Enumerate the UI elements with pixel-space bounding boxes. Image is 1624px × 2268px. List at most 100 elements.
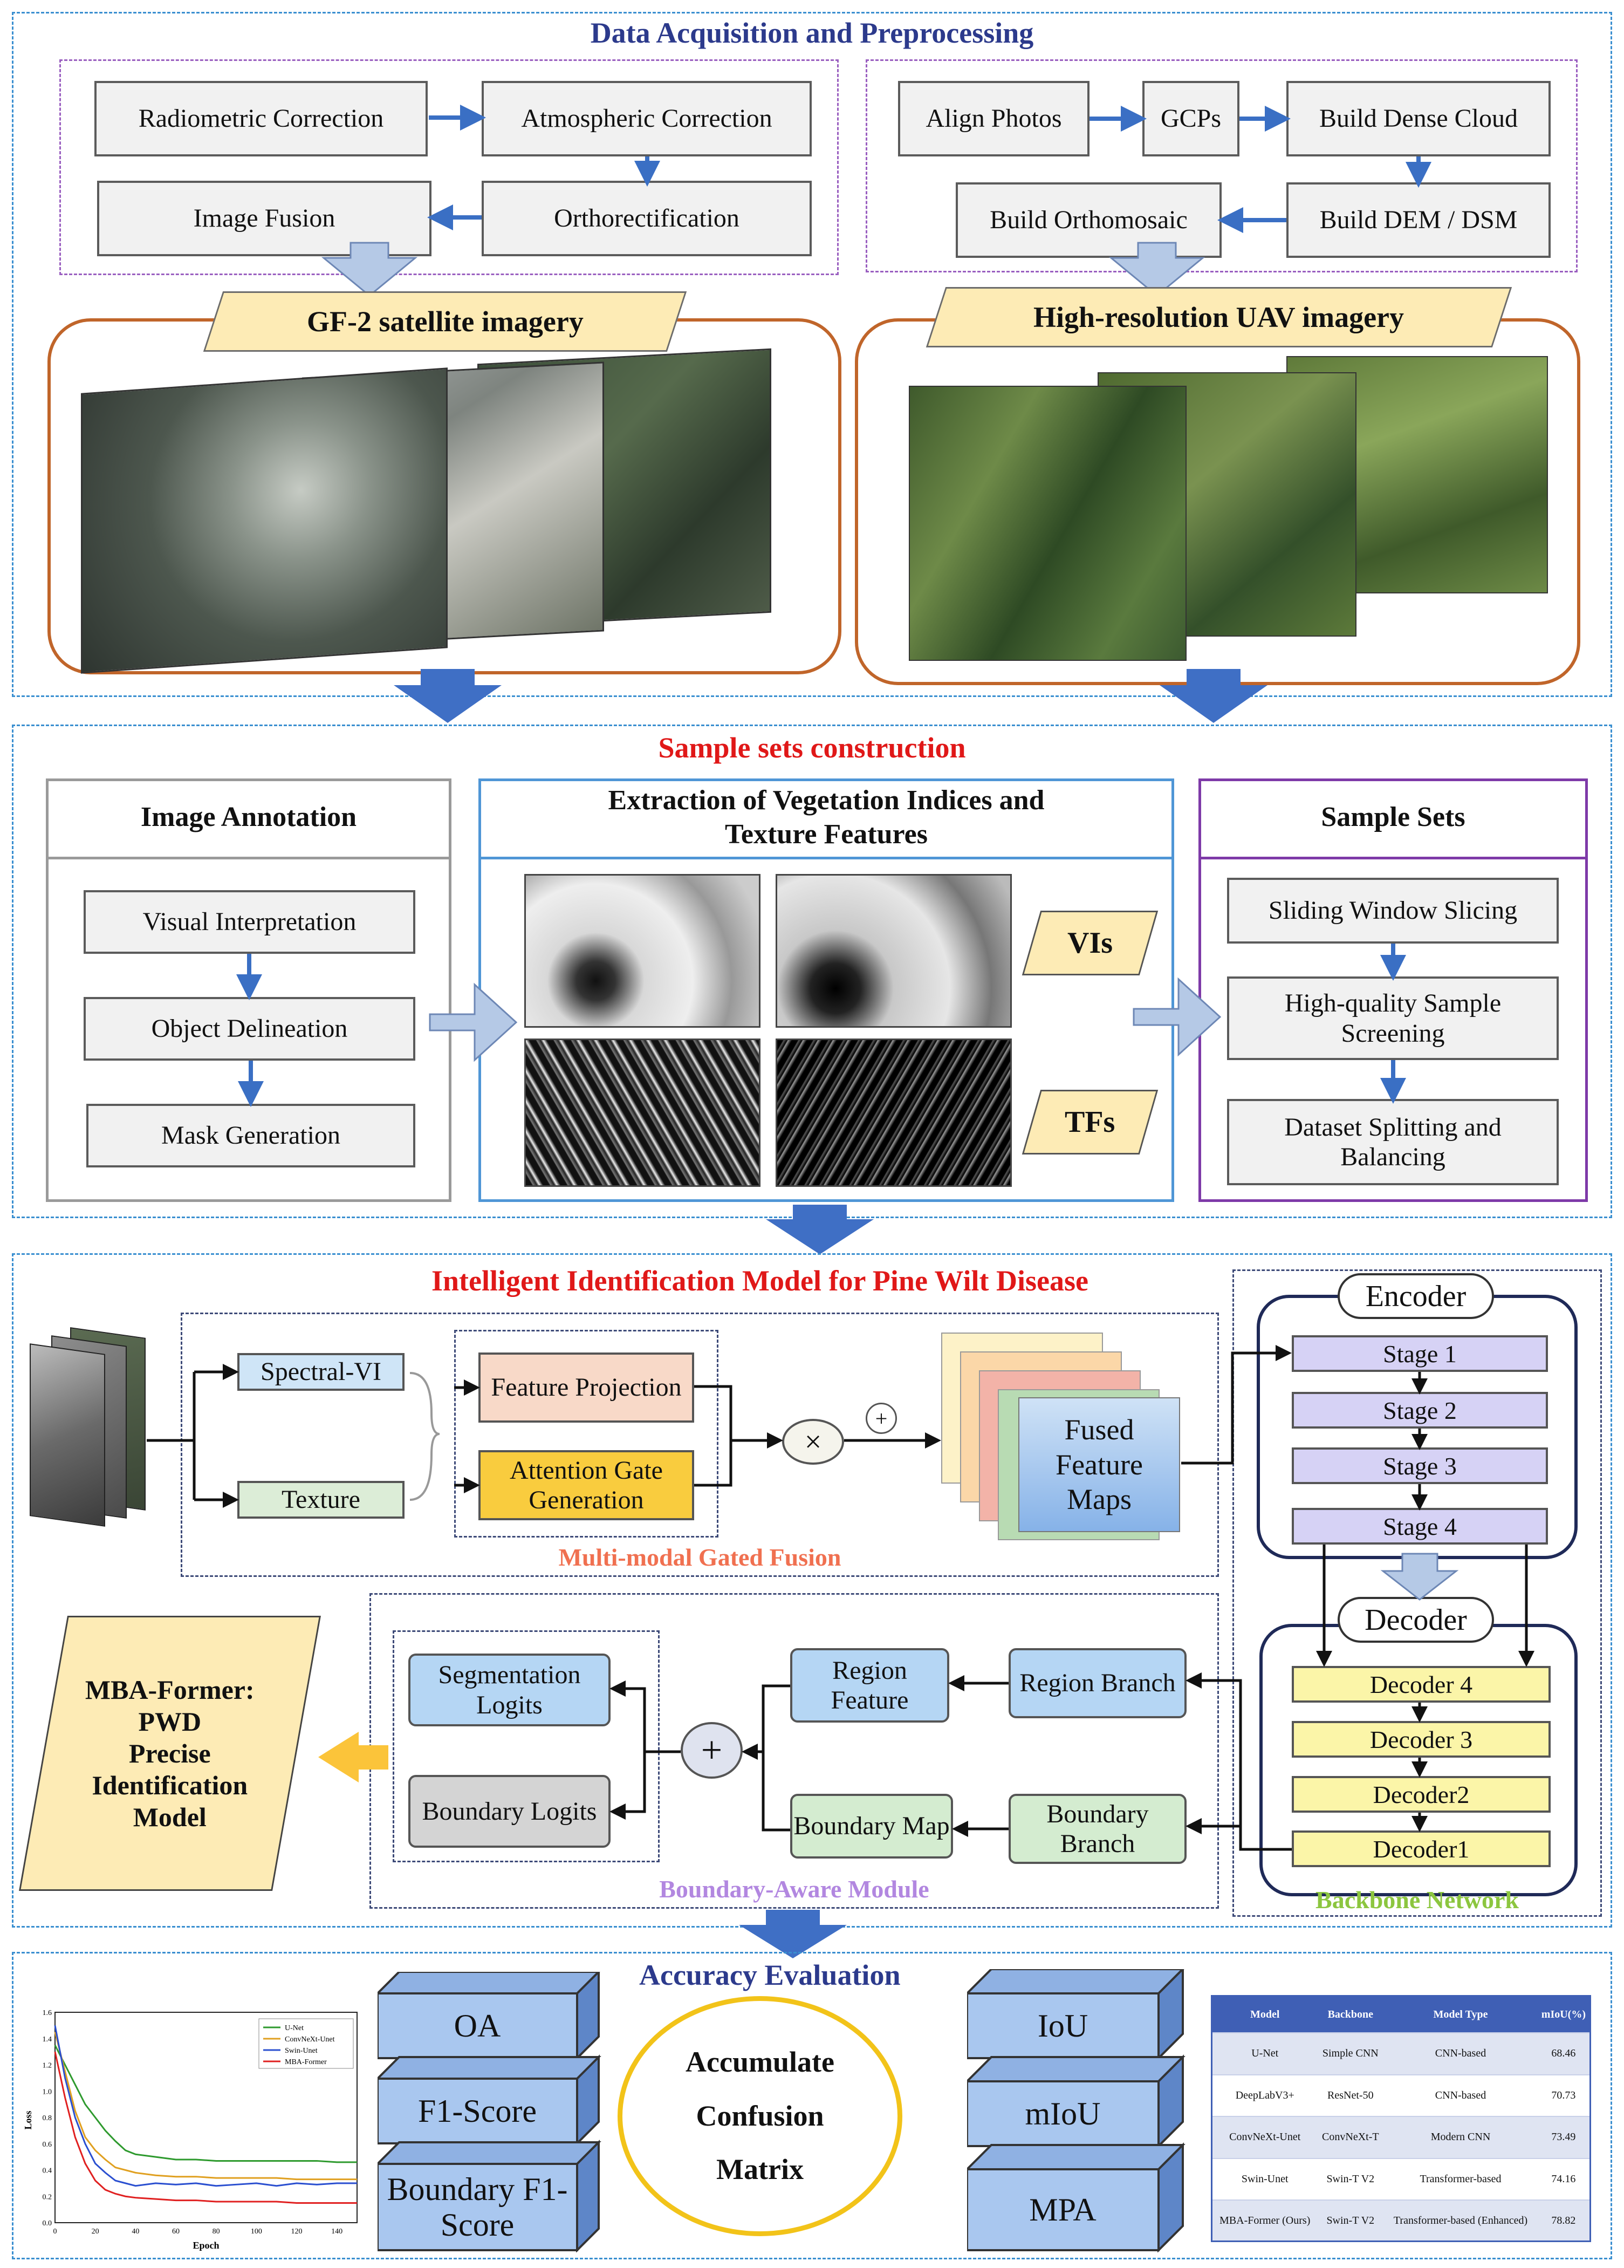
boundary-f1-label: Boundary F1-Score (387, 2171, 568, 2243)
build-dense-cloud-box: Build Dense Cloud (1286, 81, 1551, 156)
miou-label: mIoU (1025, 2095, 1101, 2132)
cube-miou (967, 2054, 1186, 2149)
x-tick-label: 60 (172, 2228, 180, 2236)
y-tick-label: 0.4 (43, 2167, 52, 2175)
x-tick-label: 80 (213, 2228, 220, 2236)
acquisition-title: Data Acquisition and Preprocessing (590, 17, 1034, 49)
loss-chart-xlabel: Epoch (193, 2240, 219, 2251)
encoder-label: Encoder (1338, 1273, 1494, 1319)
feature-projection-box: Feature Projection (478, 1352, 694, 1423)
cell-miou: 70.73 (1537, 2074, 1589, 2117)
backbone-frame (1232, 1269, 1602, 1917)
spectral-vi-box: Spectral-VI (237, 1353, 405, 1391)
satellite-image-1 (81, 367, 448, 674)
legend-label: MBA-Former (285, 2058, 327, 2066)
cell-miou: 78.82 (1537, 2199, 1589, 2240)
output-line5: Model (133, 1801, 207, 1832)
legend-label: U-Net (285, 2024, 304, 2032)
gf2-label: GF-2 satellite imagery (306, 305, 584, 338)
radiometric-correction-box: Radiometric Correction (94, 81, 428, 156)
y-tick-label: 1.4 (43, 2035, 52, 2044)
build-orthomosaic-box: Build Orthomosaic (956, 182, 1222, 258)
cell-backbone: Simple CNN (1317, 2032, 1384, 2075)
stage-1: Stage 1 (1292, 1335, 1548, 1372)
orthorectification-box: Orthorectification (482, 181, 812, 256)
annotation-title: Image Annotation (46, 778, 451, 859)
segmentation-logits-box: Segmentation Logits (408, 1654, 611, 1726)
cell-miou: 73.49 (1537, 2116, 1589, 2158)
right-metric-cubes (967, 1969, 1186, 2252)
x-tick-label: 140 (331, 2228, 342, 2236)
evaluation-title: Accuracy Evaluation (639, 1959, 901, 1991)
sample-sets-title: Sample Sets (1198, 778, 1588, 859)
output-line2: PWD (138, 1706, 202, 1737)
vis-label: VIs (1067, 926, 1113, 960)
decoder-4: Decoder 4 (1292, 1666, 1551, 1703)
model-title: Intelligent Identification Model for Pin… (431, 1265, 1088, 1297)
series-line-swin-unet (54, 2025, 357, 2187)
loss-chart-ylabel: Loss (23, 2110, 33, 2129)
cell-type: CNN-based (1383, 2074, 1538, 2117)
satellite-preprocess-group (59, 59, 839, 275)
extraction-title: Extraction of Vegetation Indices and Tex… (478, 778, 1174, 859)
stage-3: Stage 3 (1292, 1447, 1548, 1484)
output-line3: Precise (129, 1738, 211, 1768)
boundary-branch-box: Boundary Branch (1009, 1794, 1187, 1864)
cell-backbone: Swin-T V2 (1317, 2157, 1384, 2201)
confusion-matrix-ellipse: Accumulate Confusion Matrix (618, 1996, 902, 2236)
cell-type: Transformer-based (Enhanced) (1383, 2199, 1538, 2240)
uav-image-1 (909, 386, 1187, 661)
accumulate-line2: Confusion (696, 2099, 824, 2132)
add-node-small: + (866, 1403, 897, 1434)
x-tick-label: 100 (251, 2228, 262, 2236)
extraction-title-line1: Extraction of Vegetation Indices and (608, 785, 1045, 816)
cell-type: Modern CNN (1383, 2116, 1538, 2158)
table-row: DeepLabV3+ ResNet-50 CNN-based 70.73 (1212, 2074, 1589, 2117)
build-dem-dsm-box: Build DEM / DSM (1286, 182, 1551, 258)
evaluation-section (12, 1952, 1612, 2259)
left-metric-cubes (378, 1972, 601, 2252)
uav-label-banner: High-resolution UAV imagery (926, 287, 1512, 347)
cell-model: MBA-Former (Ours) (1212, 2199, 1318, 2240)
vi-image-2 (776, 874, 1012, 1028)
tf-image-1 (524, 1039, 760, 1187)
gf2-label-banner: GF-2 satellite imagery (203, 291, 687, 352)
cell-model: Swin-Unet (1212, 2157, 1318, 2201)
series-line-u-net (54, 2045, 357, 2163)
cube-mpa (967, 2142, 1186, 2252)
output-line1: MBA-Former: (85, 1674, 255, 1705)
table-header-row: Model Backbone Model Type mIoU(%) (1212, 1997, 1589, 2033)
mba-former-output: MBA-Former: PWD Precise Identification M… (19, 1616, 321, 1891)
gcps-box: GCPs (1142, 81, 1239, 156)
cube-iou (967, 1969, 1184, 2061)
tf-image-2 (776, 1039, 1012, 1187)
header-backbone: Backbone (1317, 1997, 1384, 2033)
sliding-window-box: Sliding Window Slicing (1227, 878, 1559, 944)
acquisition-section (12, 12, 1612, 697)
tfs-label: TFs (1065, 1105, 1115, 1139)
samples-title: Sample sets construction (658, 732, 966, 764)
header-model-type: Model Type (1383, 1997, 1538, 2033)
cell-miou: 74.16 (1537, 2157, 1589, 2201)
cell-type: CNN-based (1383, 2032, 1538, 2075)
iou-label: IoU (1037, 2007, 1088, 2044)
input-stack-1 (30, 1343, 105, 1527)
fused-feature-maps: Fused Feature Maps (1018, 1397, 1180, 1532)
fusion-caption: Multi-modal Gated Fusion (558, 1543, 841, 1571)
table-row: MBA-Former (Ours) Swin-T V2 Transformer-… (1212, 2199, 1589, 2240)
loss-chart-series (54, 2025, 357, 2204)
results-table: Model Backbone Model Type mIoU(%) U-Net … (1211, 1995, 1591, 2242)
uav-label: High-resolution UAV imagery (1033, 301, 1404, 333)
y-tick-label: 0.0 (43, 2219, 52, 2228)
stage-4: Stage 4 (1292, 1508, 1548, 1545)
table-row: ConvNeXt-Unet ConvNeXt-T Modern CNN 73.4… (1212, 2116, 1589, 2158)
decoder-label: Decoder (1338, 1597, 1494, 1643)
legend-label: ConvNeXt-Unet (285, 2035, 335, 2044)
y-tick-label: 1.0 (43, 2088, 52, 2096)
region-branch-box: Region Branch (1009, 1648, 1187, 1718)
x-tick-label: 20 (92, 2228, 99, 2236)
cell-backbone: Swin-T V2 (1317, 2199, 1384, 2240)
y-tick-label: 1.2 (43, 2062, 52, 2070)
mask-generation-box: Mask Generation (86, 1104, 415, 1167)
series-line-convnext-unet (54, 2032, 357, 2181)
